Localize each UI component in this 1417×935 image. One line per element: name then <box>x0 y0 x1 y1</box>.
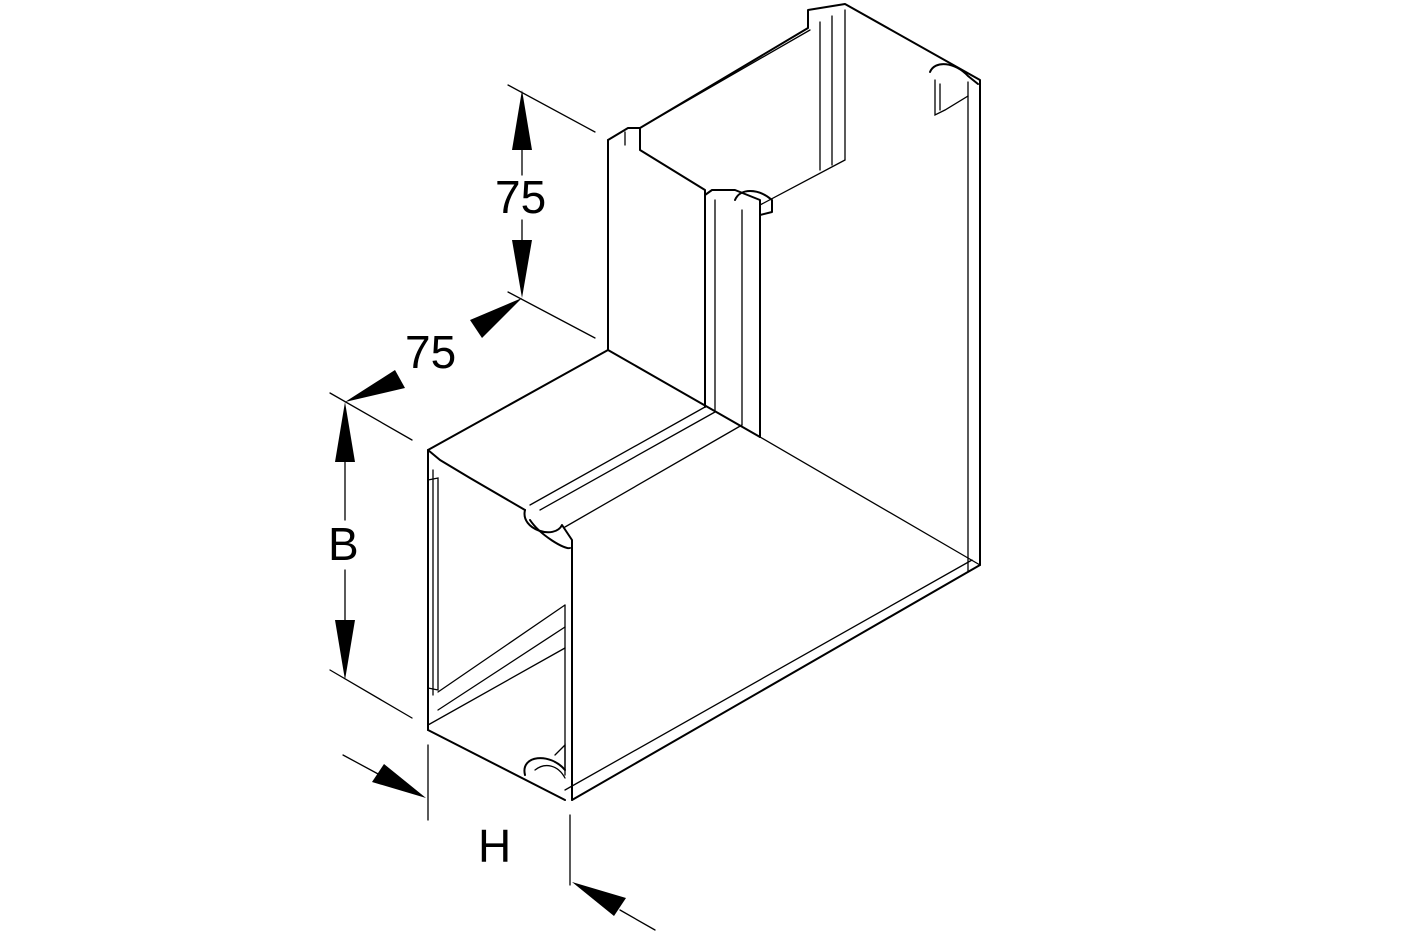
upper-duct-arm <box>607 3 981 573</box>
dimension-top-label: 75 <box>495 171 546 223</box>
arrow-diagonal-icon <box>345 370 405 402</box>
arrow-diagonal-icon <box>572 882 626 916</box>
dimension-top-75: 75 <box>495 84 596 339</box>
dimension-side-label: 75 <box>405 326 456 378</box>
dimension-h: H <box>342 744 656 931</box>
arrow-down-icon <box>512 240 532 298</box>
lower-duct-arm <box>427 349 981 801</box>
arrow-down-icon <box>335 620 355 680</box>
dimension-side-75: 75 <box>329 298 522 441</box>
dimension-b-label: B <box>328 518 359 570</box>
arrow-up-icon <box>335 402 355 462</box>
arrow-diagonal-icon <box>372 764 426 798</box>
arrow-up-icon <box>512 90 532 150</box>
dimension-h-label: H <box>478 820 511 872</box>
dimension-b: B <box>328 402 413 719</box>
arrow-diagonal-icon <box>470 298 522 338</box>
